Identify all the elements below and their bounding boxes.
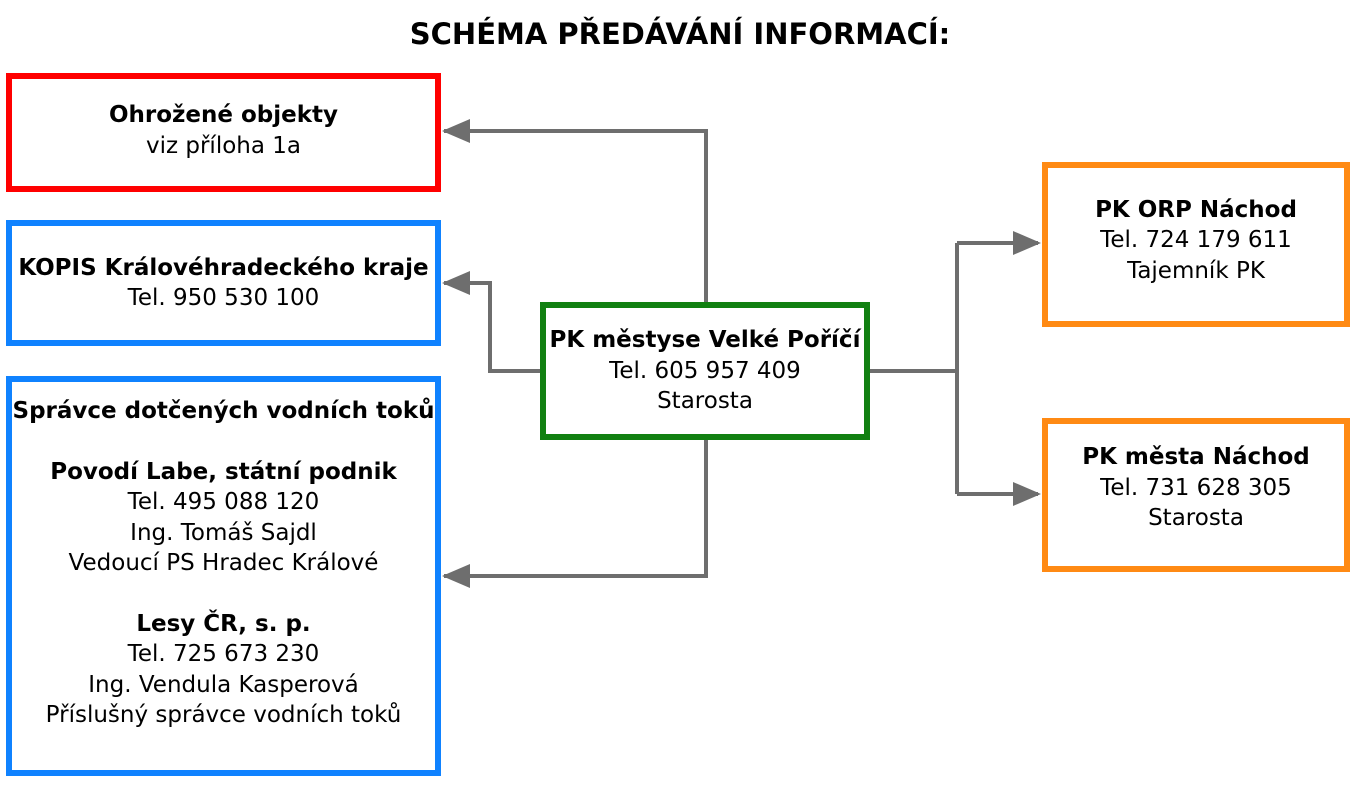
arrow-to-water	[444, 440, 708, 578]
center-phone: Tel. 605 957 409	[609, 357, 801, 384]
lesy-cr-person: Ing. Vendula Kasperová	[88, 671, 359, 698]
lesy-cr-role: Příslušný správce vodních toků	[45, 702, 402, 728]
arrowhead-water	[442, 564, 470, 588]
arrowhead-orp	[1013, 231, 1041, 255]
kopis-name: KOPIS Královéhradeckého kraje	[18, 254, 429, 281]
kopis-box: KOPIS Královéhradeckého kraje Tel. 950 5…	[6, 220, 441, 346]
orp-phone: Tel. 724 179 611	[1100, 227, 1292, 254]
diagram-title: SCHÉMA PŘEDÁVÁNÍ INFORMACÍ:	[409, 17, 951, 51]
center-role: Starosta	[657, 388, 753, 415]
povodi-labe-phone: Tel. 495 088 120	[127, 489, 320, 515]
threatened-objects-name: Ohrožené objekty	[108, 102, 339, 128]
town-role: Starosta	[1148, 505, 1244, 532]
orp-role: Tajemník PK	[1127, 257, 1265, 284]
lesy-cr-name: Lesy ČR, s. p.	[136, 610, 311, 637]
orp-nachod-box: PK ORP Náchod Tel. 724 179 611 Tajemník …	[1042, 162, 1350, 327]
povodi-labe-name: Povodí Labe, státní podnik	[50, 458, 397, 485]
water-administrator-box: Správce dotčených vodních toků Povodí La…	[6, 376, 441, 776]
town-nachod-box: PK města Náchod Tel. 731 628 305 Starost…	[1042, 418, 1350, 572]
arrow-to-kopis	[444, 281, 540, 373]
threatened-objects-note: viz příloha 1a	[145, 132, 301, 159]
povodi-labe-role: Vedoucí PS Hradec Králové	[68, 550, 379, 576]
town-phone: Tel. 731 628 305	[1100, 474, 1292, 501]
arrowhead-town	[1013, 482, 1041, 506]
threatened-objects-box: Ohrožené objekty viz příloha 1a	[6, 73, 441, 192]
orp-name: PK ORP Náchod	[1095, 196, 1297, 223]
center-crisis-staff-box: PK městyse Velké Poříčí Tel. 605 957 409…	[540, 302, 870, 440]
town-name: PK města Náchod	[1082, 444, 1310, 471]
lesy-cr-phone: Tel. 725 673 230	[127, 641, 320, 667]
kopis-phone: Tel. 950 530 100	[127, 285, 320, 311]
povodi-labe-person: Ing. Tomáš Sajdl	[130, 519, 317, 546]
arrowhead-kopis	[442, 271, 470, 295]
water-administrator-heading: Správce dotčených vodních toků	[12, 398, 435, 424]
arrow-to-threatened	[444, 129, 708, 302]
center-name: PK městyse Velké Poříčí	[549, 327, 861, 354]
arrowhead-threatened	[442, 119, 470, 143]
